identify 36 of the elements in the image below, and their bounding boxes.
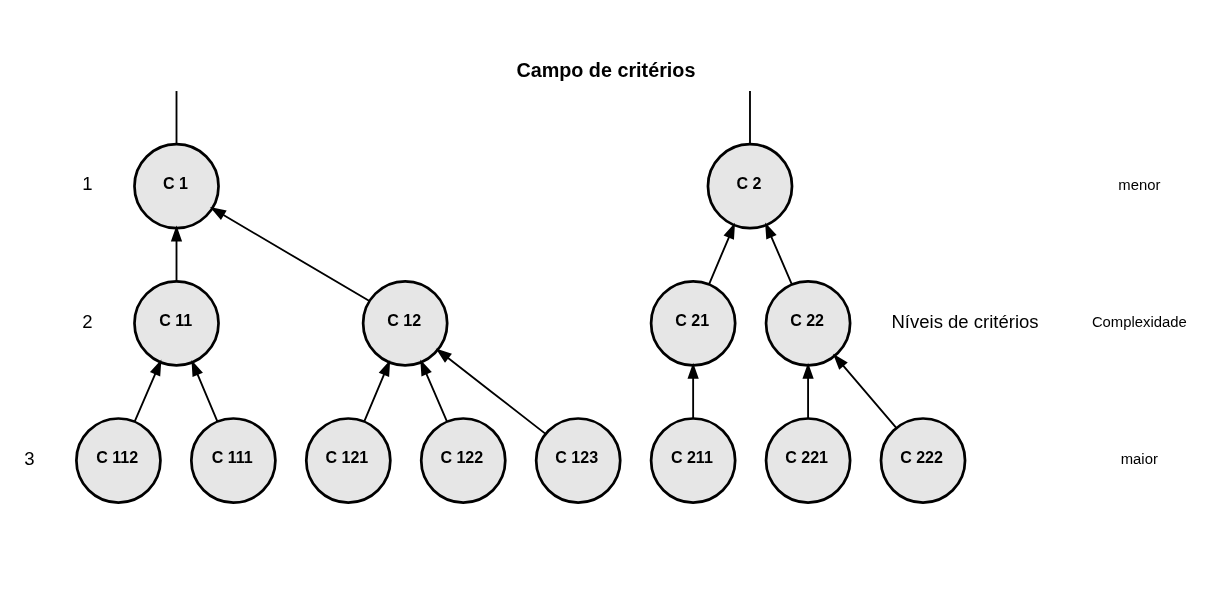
node-circle: C 22 <box>764 279 852 367</box>
node-circle: C 1 <box>133 142 220 229</box>
node-circle: C 211 <box>649 416 737 504</box>
label: 1 <box>82 172 93 194</box>
node-circle: C 123 <box>534 416 622 504</box>
node-circle: C 21 <box>649 279 737 367</box>
label: Níveis de critérios <box>891 310 1039 332</box>
node-circle: C 12 <box>361 279 449 367</box>
arrow <box>802 362 814 419</box>
node-circle: C 122 <box>419 416 507 504</box>
label: 2 <box>82 310 93 332</box>
arrow <box>420 359 448 422</box>
node-circle: C 112 <box>75 416 162 504</box>
diagram-title: Campo de critérios <box>516 58 696 81</box>
node-circle: C 2 <box>706 142 794 229</box>
label: Complexidade <box>1091 313 1187 330</box>
arrow <box>435 347 547 435</box>
node-circle: C 121 <box>304 416 392 504</box>
arrow <box>765 221 793 285</box>
connector <box>749 89 751 145</box>
node-circle: C 11 <box>133 279 220 367</box>
arrow <box>708 222 735 285</box>
arrow <box>170 224 183 282</box>
arrow <box>833 353 897 429</box>
arrow <box>363 359 391 422</box>
arrow <box>209 206 371 302</box>
node-circle: C 111 <box>190 416 277 504</box>
arrow <box>191 359 219 422</box>
arrow <box>687 362 699 419</box>
label: maior <box>1120 450 1158 467</box>
node-circle: C 221 <box>764 416 852 504</box>
connector <box>175 89 178 145</box>
arrow <box>133 359 162 422</box>
node-circle: C 222 <box>879 416 967 504</box>
label: menor <box>1118 176 1161 193</box>
label: 3 <box>24 447 35 469</box>
